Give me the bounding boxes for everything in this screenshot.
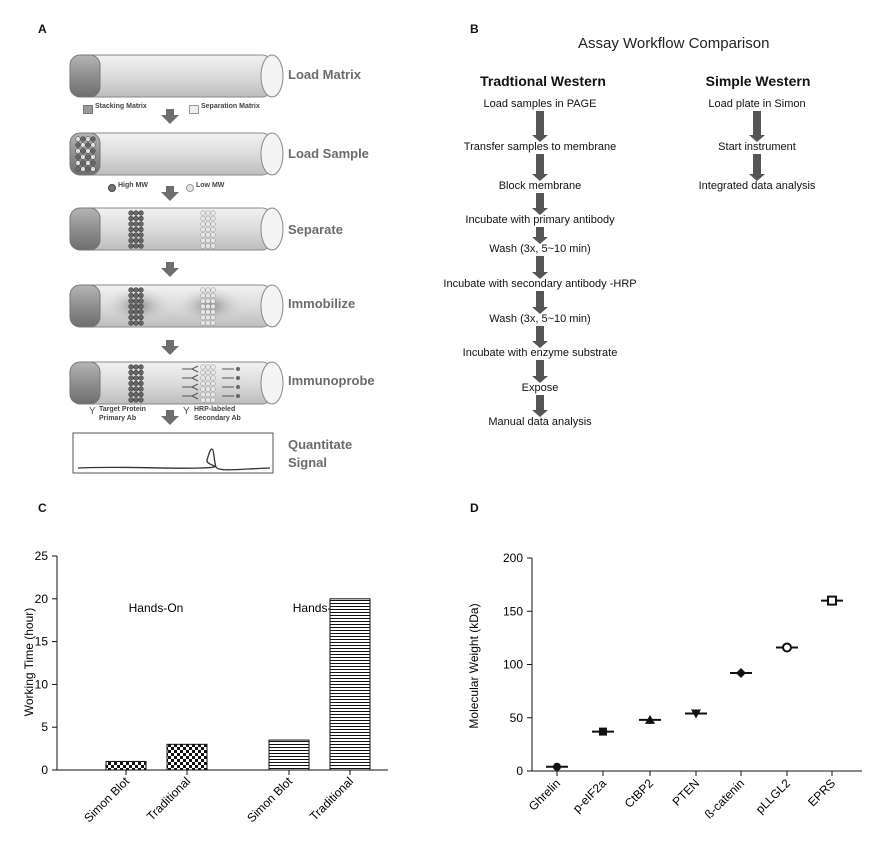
chart-d-xtick-label: PTEN bbox=[670, 776, 703, 809]
legend-high-mw-dot bbox=[108, 184, 116, 192]
chart-d-ylabel: Molecular Weight (kDa) bbox=[467, 603, 481, 728]
step-label-load-sample: Load Sample bbox=[288, 146, 369, 161]
chart-d-xtick-label: CtBP2 bbox=[622, 776, 657, 811]
step-label-load-matrix: Load Matrix bbox=[288, 67, 361, 82]
simple-step: Load plate in Simon bbox=[708, 98, 806, 110]
traditional-heading: Tradtional Western bbox=[480, 73, 606, 89]
chart-d-point bbox=[553, 762, 561, 771]
simple-step: Integrated data analysis bbox=[698, 180, 816, 192]
traditional-step: Incubate with secondary antibody -HRP bbox=[443, 278, 637, 290]
chart-d-point bbox=[645, 714, 655, 724]
panel-letter-c: C bbox=[38, 501, 47, 515]
legend-high-mw-label: High MW bbox=[118, 182, 148, 189]
step-label-immunoprobe: Immunoprobe bbox=[288, 373, 375, 388]
simple-step: Start instrument bbox=[718, 141, 796, 153]
chart-d-ytick-label: 100 bbox=[503, 658, 523, 672]
legend-low-mw-label: Low MW bbox=[196, 182, 225, 189]
chart-c-ytick-label: 0 bbox=[41, 763, 48, 777]
legend-stacking-swatch bbox=[83, 105, 93, 114]
panel-letter-d: D bbox=[470, 501, 479, 515]
legend-secondary-ab-label: Secondary Ab bbox=[194, 415, 241, 422]
legend-stacking-label: Stacking Matrix bbox=[95, 103, 147, 110]
chart-d-point bbox=[599, 727, 607, 736]
traditional-step: Transfer samples to membrane bbox=[463, 141, 617, 153]
traditional-step: Block membrane bbox=[498, 180, 582, 192]
chart-d-point bbox=[691, 709, 701, 719]
chart-d-ytick-label: 200 bbox=[503, 551, 523, 565]
chart-d-xtick-label: Ghrelin bbox=[526, 776, 563, 813]
traditional-step: Load samples in PAGE bbox=[483, 98, 597, 110]
legend-target-protein-label: Target Protein bbox=[99, 406, 146, 413]
traditional-step: Incubate with enzyme substrate bbox=[462, 347, 618, 359]
traditional-step: Expose bbox=[521, 382, 559, 394]
legend-hrp-label: HRP-labeled bbox=[194, 406, 236, 413]
chart-d-xtick-label: pLLGL2 bbox=[753, 776, 793, 816]
chart-d-ytick-label: 50 bbox=[510, 711, 524, 725]
traditional-step: Wash (3x, 5~10 min) bbox=[489, 313, 591, 325]
chart-c-ylabel: Working Time (hour) bbox=[22, 608, 36, 716]
legend-target-protein-icon: Y bbox=[89, 406, 96, 417]
chart-c-group-label: Hands-On bbox=[129, 601, 184, 615]
legend-separation-label: Separation Matrix bbox=[201, 103, 260, 110]
chart-d-ytick-label: 0 bbox=[516, 764, 523, 778]
legend-primary-ab-label: Primary Ab bbox=[99, 415, 137, 422]
simple-heading: Simple Western bbox=[705, 73, 811, 89]
chart-c-ytick-label: 15 bbox=[35, 635, 49, 649]
chart-d-point bbox=[827, 595, 837, 606]
chart-c-ytick-label: 10 bbox=[35, 677, 49, 691]
traditional-step: Manual data analysis bbox=[488, 416, 592, 428]
chart-d-point bbox=[736, 668, 746, 679]
chart-c-ytick-label: 20 bbox=[35, 592, 49, 606]
traditional-step: Wash (3x, 5~10 min) bbox=[489, 243, 591, 255]
chart-d-xtick-label: ß-catenin bbox=[702, 776, 747, 821]
chart-d-point bbox=[782, 642, 792, 653]
chart-c-bar bbox=[329, 598, 371, 771]
step-label-quantitate: Quantitate bbox=[288, 437, 353, 452]
step-label-immobilize: Immobilize bbox=[288, 296, 356, 311]
traditional-step: Incubate with primary antibody bbox=[465, 214, 615, 226]
legend-hrp-icon: Y bbox=[183, 406, 190, 417]
chart-d-xtick-label: p-eIF2a bbox=[570, 776, 609, 815]
step-label-signal: Signal bbox=[288, 455, 328, 470]
panel-letter-a: A bbox=[38, 22, 47, 36]
chart-c-ytick-label: 25 bbox=[35, 549, 49, 563]
legend-low-mw-dot bbox=[186, 184, 194, 192]
legend-separation-swatch bbox=[189, 105, 199, 114]
chart-d-ytick-label: 150 bbox=[503, 604, 523, 618]
chart-d-xtick-label: EPRS bbox=[805, 776, 838, 809]
workflow-title: Assay Workflow Comparison bbox=[578, 35, 770, 52]
chart-c-bar bbox=[166, 743, 208, 771]
step-label-separate: Separate bbox=[288, 222, 343, 237]
chart-c-bar bbox=[268, 739, 310, 771]
chart-c-ytick-label: 5 bbox=[41, 720, 48, 734]
panel-letter-b: B bbox=[470, 22, 479, 36]
